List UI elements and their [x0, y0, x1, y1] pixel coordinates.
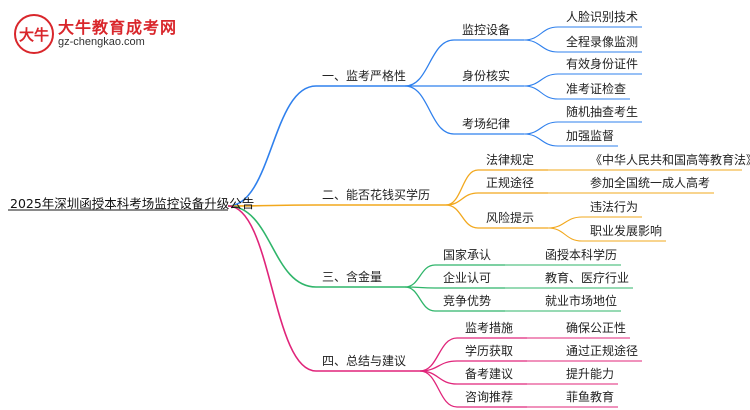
- leaf-node: 全程录像监测: [566, 35, 639, 49]
- connector-line: [445, 192, 479, 206]
- site-logo: 大牛 大牛教育成考网 gz-chengkao.com: [14, 14, 176, 54]
- sub-node: 正规途径: [486, 176, 535, 190]
- connector-line: [445, 169, 479, 206]
- logo-url: gz-chengkao.com: [58, 36, 145, 48]
- connector-line: [227, 205, 317, 372]
- sub-node: 学历获取: [465, 344, 514, 358]
- connector-line: [523, 133, 559, 147]
- logo-title: 大牛教育成考网: [58, 18, 178, 37]
- sub-node: 企业认可: [443, 271, 492, 285]
- connector-line: [445, 204, 479, 229]
- connector-line: [523, 39, 559, 53]
- connector-line: [227, 204, 317, 207]
- leaf-node: 随机抽查考生: [566, 105, 639, 119]
- leaf-node: 通过正规途径: [566, 344, 639, 358]
- leaf-node: 加强监督: [566, 129, 615, 143]
- branch-node: 三、含金量: [322, 270, 383, 284]
- sub-node: 监考措施: [465, 321, 514, 335]
- connector-line: [523, 121, 559, 135]
- connector-line: [547, 216, 583, 229]
- leaf-node: 《中华人民共和国高等教育法》: [590, 153, 750, 167]
- sub-node: 监控设备: [462, 23, 511, 37]
- leaf-node: 有效身份证件: [566, 57, 639, 71]
- leaf-node: 菲鱼教育: [566, 390, 615, 404]
- leaf-node: 提升能力: [566, 367, 615, 381]
- leaf-node: 准考证检查: [566, 82, 627, 96]
- connector-line: [523, 85, 559, 100]
- leaf-node: 参加全国统一成人高考: [590, 176, 711, 190]
- branch-node: 一、监考严格性: [322, 69, 407, 83]
- leaf-node: 职业发展影响: [590, 224, 663, 238]
- connector-line: [227, 85, 317, 207]
- leaf-node: 违法行为: [590, 200, 639, 214]
- sub-node: 风险提示: [486, 211, 535, 225]
- sub-node: 法律规定: [486, 153, 535, 167]
- sub-node: 国家承认: [443, 248, 492, 262]
- leaf-node: 确保公正性: [566, 321, 627, 335]
- connector-line: [404, 85, 455, 135]
- branch-node: 四、总结与建议: [322, 354, 407, 368]
- sub-node: 身份核实: [462, 69, 511, 83]
- sub-node: 竞争优势: [443, 294, 492, 308]
- connector-line: [523, 73, 559, 87]
- leaf-node: 教育、医疗行业: [545, 271, 630, 285]
- connector-line: [523, 26, 559, 41]
- leaf-node: 就业市场地位: [545, 294, 618, 308]
- connector-line: [227, 205, 317, 288]
- connector-line: [419, 370, 458, 408]
- sub-node: 备考建议: [465, 367, 514, 381]
- sub-node: 考场纪律: [462, 117, 511, 131]
- leaf-node: 函授本科学历: [545, 248, 618, 262]
- connector-line: [404, 39, 455, 87]
- leaf-node: 人脸识别技术: [566, 10, 639, 24]
- branch-node: 二、能否花钱买学历: [322, 188, 431, 202]
- logo-mark: 大牛: [14, 14, 54, 54]
- root-node: 2025年深圳函授本科考场监控设备升级公告: [10, 196, 255, 211]
- connector-line: [404, 264, 436, 288]
- sub-node: 咨询推荐: [465, 390, 514, 404]
- connector-line: [547, 227, 583, 242]
- connector-line: [404, 286, 436, 312]
